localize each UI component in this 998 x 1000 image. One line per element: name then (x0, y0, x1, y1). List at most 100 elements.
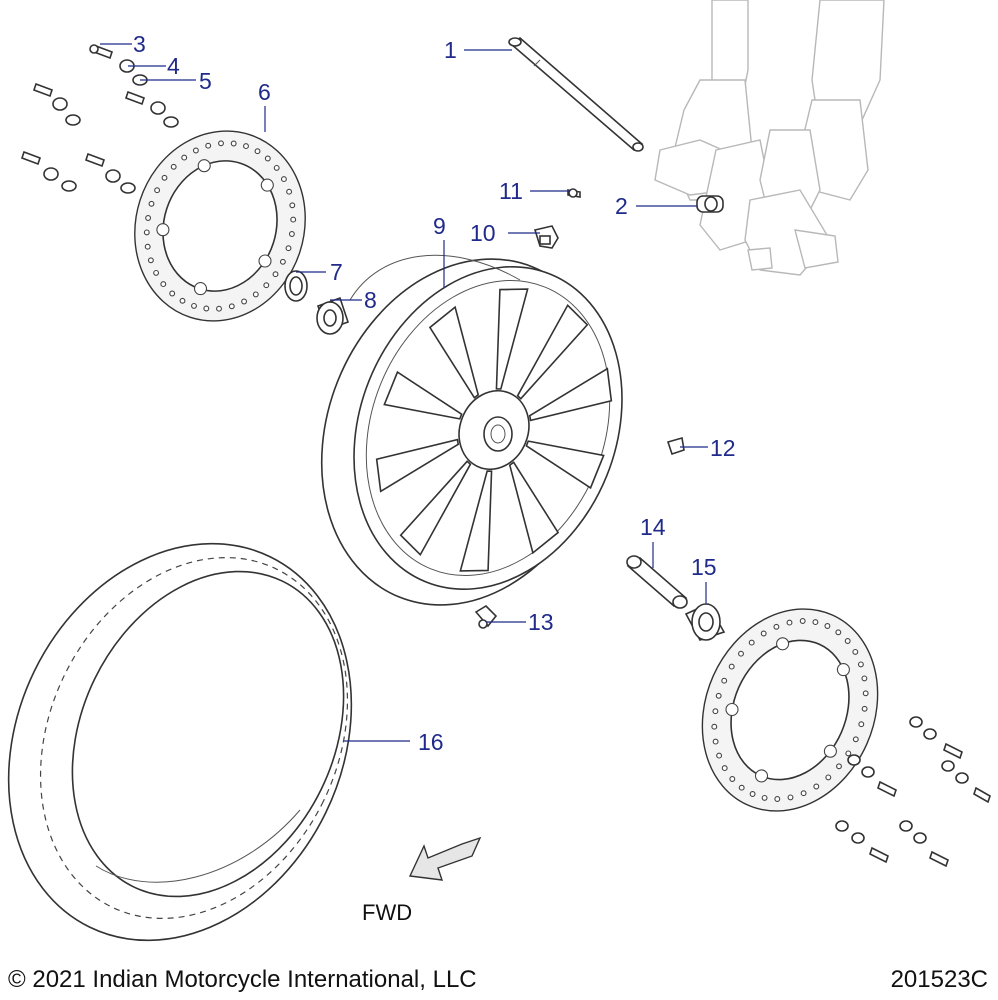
wheel-spoke (383, 370, 463, 420)
rotor-vent-hole (857, 661, 864, 668)
rotor-vent-hole (813, 783, 820, 790)
wheel-bearing-right (684, 602, 726, 641)
copyright-notice: © 2021 Indian Motorcycle International, … (8, 966, 477, 993)
rotor-vent-hole (145, 215, 152, 221)
wheel-spoke (399, 460, 472, 557)
rotor-vent-hole (160, 281, 167, 288)
rotor-vent-hole (147, 257, 154, 264)
rotor-vent-hole (254, 148, 261, 155)
rotor-vent-hole (154, 187, 161, 194)
rotor-vent-hole (192, 147, 199, 154)
leader-lines (100, 43, 708, 742)
rotor-vent-hole (800, 790, 807, 797)
rotor-vent-hole (858, 721, 865, 728)
callout-4: 4 (167, 53, 180, 79)
callout-15: 15 (691, 554, 717, 580)
rotor-vent-hole (273, 164, 280, 171)
rotor-vent-hole (203, 305, 210, 312)
wheel-seal (284, 270, 308, 302)
rotor-vent-hole (852, 736, 859, 743)
rotor-vent-hole (241, 298, 248, 305)
rotor-vent-hole (715, 692, 722, 699)
rotor-mount-hole (260, 178, 274, 192)
rotor-vent-hole (712, 708, 719, 715)
rotor-vent-hole (812, 619, 819, 626)
wheel-spoke (528, 367, 613, 422)
valve-stem (474, 604, 498, 629)
rotor-vent-hole (760, 630, 767, 637)
rotor-vent-hole (862, 690, 869, 697)
rotor-vent-hole (286, 188, 293, 195)
rotor-vent-hole (191, 302, 197, 309)
rotor-vent-hole (716, 752, 723, 759)
rotor-vent-hole (761, 794, 768, 801)
rotor-vent-hole (773, 623, 780, 630)
front-wheel (320, 254, 623, 606)
wheel-spoke (375, 438, 460, 493)
wheel-spoke (495, 288, 529, 390)
rotor-vent-hole (228, 303, 235, 310)
rotor-vent-hole (144, 243, 151, 250)
front-tire (7, 542, 353, 942)
callout-9: 9 (433, 213, 446, 239)
rotor-vent-hole (216, 305, 222, 312)
rotor-vent-hole (264, 155, 271, 162)
rotor-vent-hole (786, 619, 793, 626)
wheel-speed-sensor (533, 225, 559, 249)
rotor-vent-hole (825, 774, 832, 781)
rotor-vent-hole (218, 140, 224, 147)
rotor-vent-hole (711, 723, 718, 730)
rotor-vent-hole (749, 791, 756, 797)
rotor-vent-hole (861, 705, 868, 712)
callout-12: 12 (710, 435, 736, 461)
rotor-vent-hole (161, 174, 168, 181)
rotor-vent-hole (729, 776, 736, 782)
rotor-vent-hole (290, 216, 297, 223)
wheel-spoke (459, 470, 493, 572)
forward-direction-arrow: FWD (362, 836, 482, 925)
sensor-screw (567, 188, 581, 198)
rotor-vent-hole (712, 738, 719, 745)
drawing-code: 201523C (890, 966, 988, 993)
callout-16: 16 (418, 729, 444, 755)
rotor-mount-hole (725, 702, 739, 717)
rotor-vent-hole (738, 650, 744, 657)
rotor-mount-hole (836, 663, 850, 677)
rotor-vent-hole (243, 143, 249, 150)
callout-6: 6 (258, 79, 271, 105)
rotor-vent-hole (824, 623, 831, 629)
axle-spacer (696, 195, 724, 213)
callout-3: 3 (133, 31, 146, 57)
callout-labels: 1 2 3 4 5 6 7 8 9 10 11 12 13 14 15 16 (133, 31, 736, 755)
callout-2: 2 (615, 193, 628, 219)
rotor-mount-hole (823, 744, 837, 758)
wheel-spoke (516, 303, 589, 400)
rotor-mount-hole (258, 254, 272, 268)
rotor-vent-hole (252, 291, 259, 298)
rotor-vent-hole (272, 271, 279, 278)
lower-right-hardware (835, 716, 991, 868)
rotor-mount-hole (193, 282, 208, 296)
rotor-mount-hole (197, 159, 211, 173)
right-brake-rotor (701, 608, 879, 812)
rotor-vent-hole (799, 618, 806, 624)
callout-11: 11 (499, 178, 523, 204)
rotor-vent-hole (181, 154, 188, 161)
fwd-label: FWD (362, 900, 412, 925)
left-brake-rotor (134, 130, 306, 322)
wheel-spoke (525, 440, 605, 490)
callout-8: 8 (364, 287, 377, 313)
rotor-vent-hole (852, 648, 859, 655)
callout-13: 13 (528, 609, 554, 635)
callout-10: 10 (470, 220, 496, 246)
rotor-mount-hole (776, 637, 790, 651)
front-fork-ghost (654, 0, 885, 276)
rotor-vent-hole (836, 763, 842, 770)
rotor-vent-hole (861, 675, 868, 682)
wheel-bearing-left (316, 296, 350, 335)
rotor-vent-hole (205, 142, 212, 149)
wheel-spacer-tube (626, 555, 688, 609)
rotor-vent-hole (289, 202, 296, 209)
